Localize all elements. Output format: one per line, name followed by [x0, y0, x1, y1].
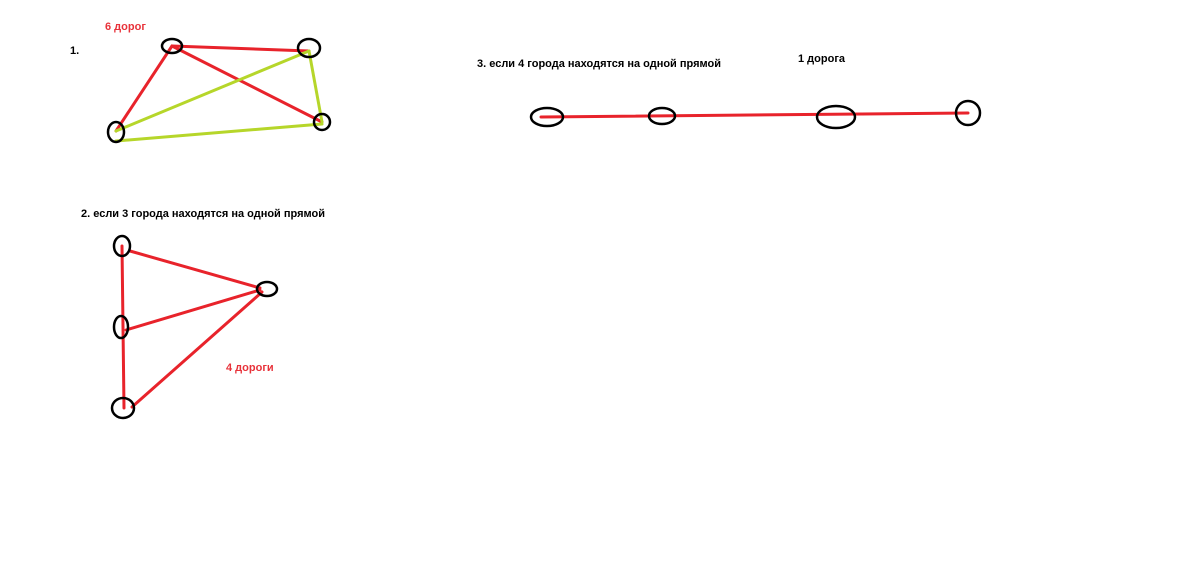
city-3-1 [529, 106, 565, 128]
road-1-left [114, 44, 174, 133]
city-3-2 [647, 106, 677, 126]
city-2-middle [112, 314, 130, 340]
city-1-bottom-right [312, 112, 332, 132]
city-2-bottom [110, 396, 136, 420]
diagram-3 [529, 99, 982, 130]
city-2-right [255, 280, 279, 298]
diagram-2-roads-label: 4 дороги [226, 362, 274, 374]
road-2-top-to-right [128, 249, 262, 290]
road-1-top [170, 44, 311, 53]
city-1-top-left [160, 37, 184, 55]
city-1-bottom-left [106, 120, 126, 144]
city-3-3 [815, 104, 857, 130]
city-1-top-right [296, 37, 322, 59]
diagram-1-roads-label: 6 дорог [105, 21, 146, 33]
road-3-line [539, 111, 970, 119]
road-1-right [307, 49, 324, 124]
diagram-1 [106, 37, 332, 144]
road-2-vertical [120, 244, 126, 410]
diagram-1-number: 1. [70, 45, 80, 57]
city-3-4 [954, 99, 982, 127]
diagram-3-roads-label: 1 дорога [798, 53, 846, 65]
diagram-2-caption: 2. если 3 города находятся на одной прям… [81, 208, 325, 220]
road-2-bottom-to-right [130, 290, 264, 409]
diagram-3-caption: 3. если 4 города находятся на одной прям… [477, 58, 721, 70]
road-2-middle-to-right [124, 288, 262, 332]
road-1-diagonal-green [114, 49, 311, 133]
road-1-diagonal-red [170, 44, 324, 124]
city-2-top [112, 234, 132, 258]
diagram-2 [110, 234, 279, 420]
road-1-bottom [114, 122, 324, 143]
